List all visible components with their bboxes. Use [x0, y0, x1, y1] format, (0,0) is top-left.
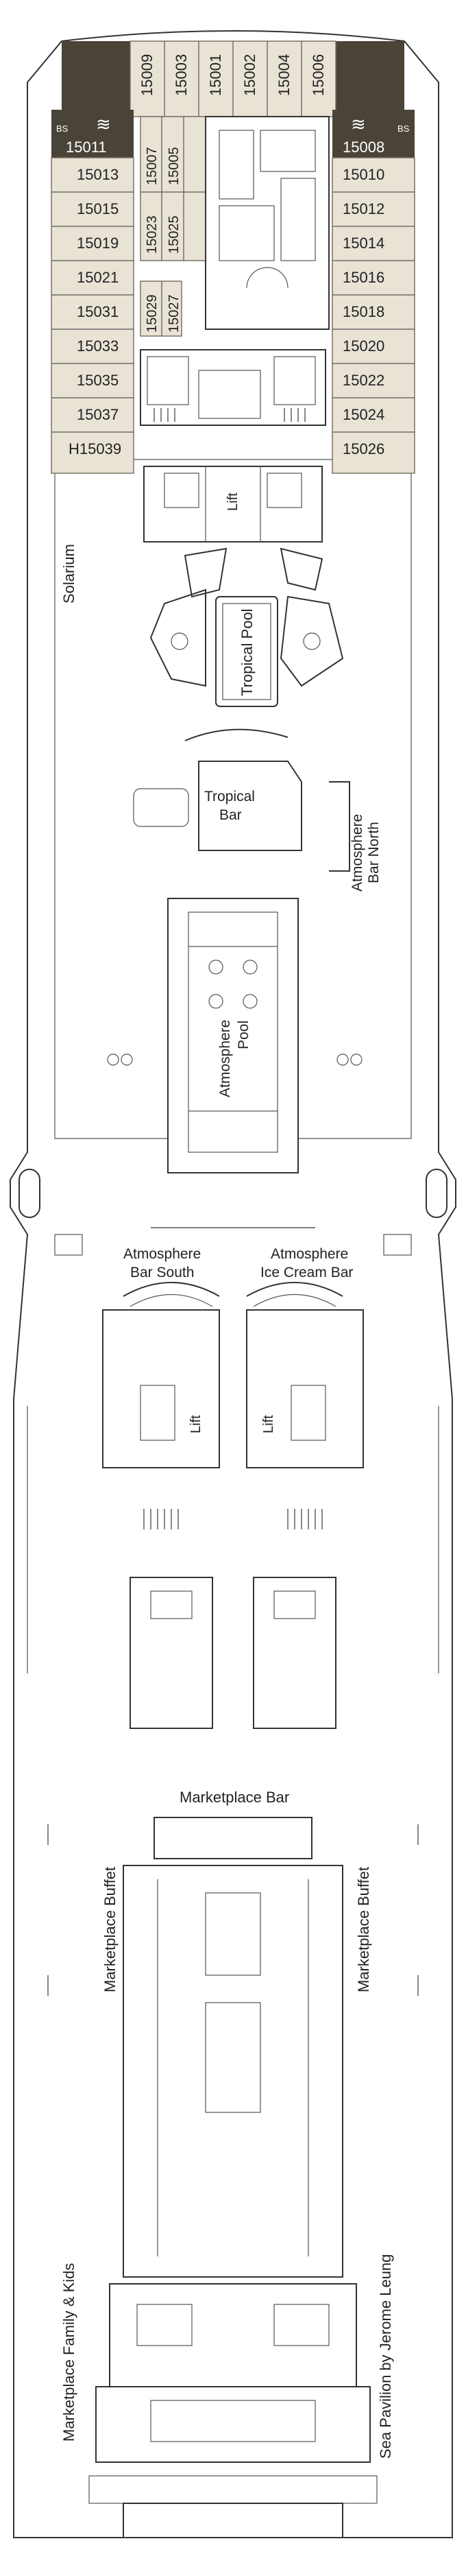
top-cabin-row: 15009 15003 15001 15002 15004 15006 — [130, 40, 336, 117]
atmosphere-bar-south[interactable]: Atmosphere Bar South — [123, 1246, 220, 1307]
cabin-15020[interactable]: 15020 — [343, 337, 384, 355]
bs-left-label: BS — [56, 123, 69, 134]
cabin-15023[interactable]: 15023 — [145, 215, 160, 254]
left-cabin-column: BS ≋ 15011 15013 15015 15019 15021 15031… — [51, 110, 134, 474]
cabin-15029[interactable]: 15029 — [145, 294, 160, 333]
lift-mid-left-label: Lift — [188, 1415, 204, 1433]
ice-cream-label-1: Atmosphere — [271, 1246, 348, 1262]
cabin-15026[interactable]: 15026 — [343, 440, 384, 457]
cabin-15025[interactable]: 15025 — [167, 215, 182, 254]
atmosphere-pool-area: Atmosphere Pool — [107, 898, 363, 1173]
lift-top-label: Lift — [225, 492, 241, 511]
atmosphere-pool-label-1: Atmosphere — [217, 1020, 233, 1097]
marketplace-bar-label: Marketplace Bar — [180, 1789, 289, 1806]
atmosphere-pool[interactable] — [188, 911, 278, 1153]
sea-pavilion[interactable]: Sea Pavilion by Jerome Leung — [377, 2254, 394, 2459]
atmosphere-bar-north[interactable]: Atmosphere Bar North — [329, 781, 382, 892]
cabin-15003[interactable]: 15003 — [173, 54, 190, 96]
cabin-15013[interactable]: 15013 — [77, 166, 119, 183]
marketplace-buffet-left-label[interactable]: Marketplace Buffet — [101, 1867, 119, 1992]
tropical-bar-label-1: Tropical — [204, 789, 255, 804]
cabin-15006[interactable]: 15006 — [310, 54, 327, 96]
lifeboat-port — [19, 1169, 40, 1218]
ice-cream-label-2: Ice Cream Bar — [260, 1265, 353, 1280]
lift-top-area: Lift — [143, 466, 323, 542]
hull-outline — [10, 30, 456, 2538]
marketplace-buffet-area: Marketplace Buffet Marketplace Buffet — [47, 1824, 419, 2278]
sea-pavilion-label: Sea Pavilion by Jerome Leung — [377, 2254, 394, 2459]
atmosphere-ice-cream-bar[interactable]: Atmosphere Ice Cream Bar — [246, 1246, 353, 1307]
cabin-15021[interactable]: 15021 — [77, 269, 119, 286]
wave-icon-right: ≋ — [351, 114, 366, 134]
tropical-pool[interactable] — [215, 596, 278, 707]
cabin-15014[interactable]: 15014 — [343, 235, 384, 252]
lifeboat-starboard — [426, 1169, 447, 1218]
cabin-h15039[interactable]: H15039 — [69, 440, 121, 457]
bar-south-label-2: Bar South — [130, 1265, 194, 1280]
tropical-bar[interactable]: Tropical Bar — [133, 761, 302, 851]
cabin-15001[interactable]: 15001 — [207, 54, 224, 96]
marketplace-family-kids[interactable]: Marketplace Family & Kids — [60, 2263, 77, 2442]
cabin-15010[interactable]: 15010 — [343, 166, 384, 183]
cabin-15033[interactable]: 15033 — [77, 337, 119, 355]
hull-inner — [54, 459, 412, 1139]
suite-15008[interactable]: 15008 — [343, 139, 384, 156]
marketplace-buffet-right-label[interactable]: Marketplace Buffet — [355, 1867, 372, 1992]
bar-south-label-1: Atmosphere — [123, 1246, 201, 1262]
cabin-15004[interactable]: 15004 — [275, 54, 293, 96]
cabin-15024[interactable]: 15024 — [343, 406, 384, 423]
cabin-15016[interactable]: 15016 — [343, 269, 384, 286]
suite-15011[interactable]: 15011 — [66, 139, 107, 156]
atmosphere-bar-north-label-1: Atmosphere — [350, 814, 365, 892]
bs-right-label: BS — [397, 123, 410, 134]
deck-markers-mid — [54, 1227, 412, 1256]
cabin-15027[interactable]: 15027 — [167, 294, 182, 333]
solarium-area: Solarium Tropical Pool — [60, 544, 344, 741]
cabin-15007[interactable]: 15007 — [145, 147, 160, 185]
top-suite-band-right — [336, 41, 404, 110]
cabin-15037[interactable]: 15037 — [77, 406, 119, 423]
atmosphere-pool-label-2: Pool — [236, 1021, 252, 1049]
cabin-15031[interactable]: 15031 — [77, 303, 119, 320]
tropical-pool-label: Tropical Pool — [238, 608, 256, 696]
lift-mid-right-label: Lift — [261, 1415, 276, 1433]
solarium-label: Solarium — [60, 544, 77, 604]
wave-icon-left: ≋ — [96, 114, 111, 134]
cabin-15012[interactable]: 15012 — [343, 200, 384, 217]
cabin-15005[interactable]: 15005 — [167, 147, 182, 185]
cabin-15002[interactable]: 15002 — [241, 54, 258, 96]
marketplace-bar[interactable]: Marketplace Bar — [154, 1789, 312, 1859]
family-kids-label: Marketplace Family & Kids — [60, 2263, 77, 2442]
center-core-top: 15007 15023 15005 15025 15029 15027 — [140, 116, 330, 426]
cabin-15018[interactable]: 15018 — [343, 303, 384, 320]
cabin-15009[interactable]: 15009 — [138, 54, 156, 96]
aft-service-block — [88, 2283, 378, 2538]
top-suite-band-left — [62, 41, 130, 110]
atmosphere-bar-north-label-2: Bar North — [366, 822, 382, 883]
cabin-15019[interactable]: 15019 — [77, 235, 119, 252]
mid-lift-block: Lift Lift — [27, 1309, 439, 1729]
cabin-15022[interactable]: 15022 — [343, 372, 384, 389]
tropical-bar-label-2: Bar — [219, 807, 242, 823]
right-cabin-column: BS ≋ 15008 15010 15012 15014 15016 15018… — [332, 110, 415, 474]
cabin-15015[interactable]: 15015 — [77, 200, 119, 217]
cabin-15035[interactable]: 15035 — [77, 372, 119, 389]
